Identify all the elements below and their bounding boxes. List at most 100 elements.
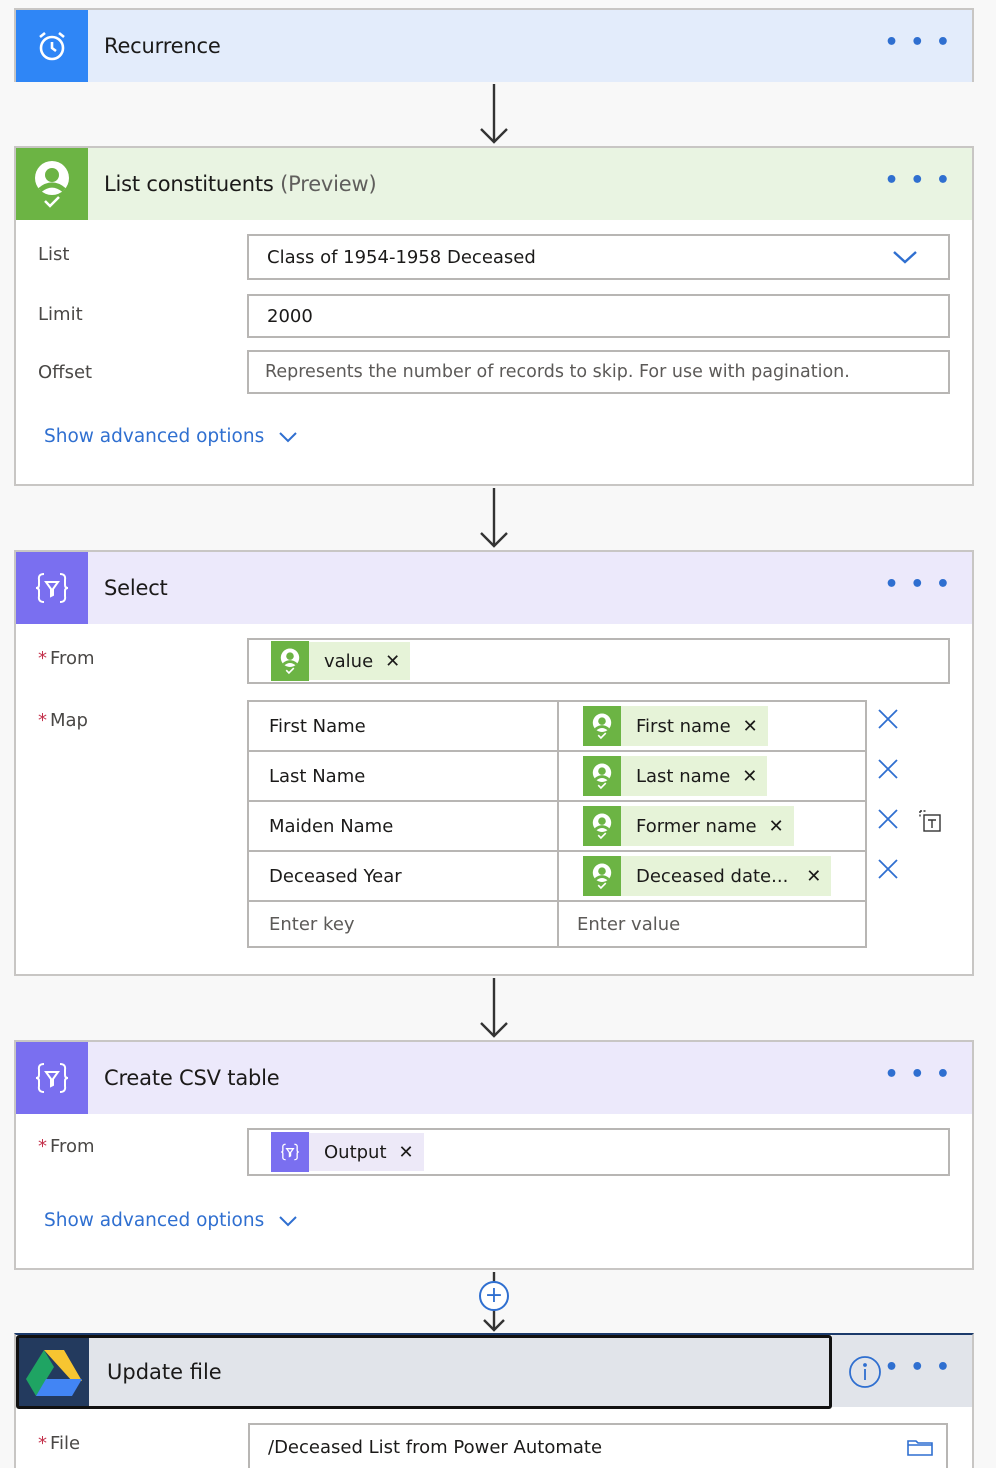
map-value-input[interactable]: Enter value: [577, 913, 681, 935]
create-csv-table-card[interactable]: Create CSV table • • • *From Output ✕ Sh…: [14, 1040, 974, 1270]
from-field[interactable]: Output ✕: [247, 1128, 950, 1176]
from-label: *From: [38, 1136, 95, 1157]
connector-arrow-icon: [480, 488, 508, 548]
from-label-text: From: [50, 648, 95, 669]
recurrence-title: Recurrence: [104, 34, 221, 58]
recurrence-card[interactable]: Recurrence • • •: [14, 8, 974, 82]
constituent-person-icon: [583, 756, 621, 796]
remove-row-icon[interactable]: [876, 757, 900, 781]
map-key-cell[interactable]: Maiden Name: [249, 802, 559, 850]
map-row: Maiden Name Former name ✕: [249, 802, 865, 852]
map-row: First Name First name ✕: [249, 702, 865, 752]
remove-token-icon[interactable]: ✕: [806, 865, 822, 887]
map-value-token-label: First name: [636, 715, 731, 737]
google-drive-icon: [19, 1338, 89, 1406]
from-token[interactable]: value ✕: [271, 641, 411, 681]
remove-token-icon[interactable]: ✕: [385, 650, 401, 672]
remove-token-icon[interactable]: ✕: [398, 1141, 414, 1163]
more-options-button[interactable]: • • •: [884, 1355, 952, 1380]
show-advanced-options-link[interactable]: Show advanced options: [44, 426, 298, 447]
limit-field[interactable]: 2000: [247, 294, 950, 338]
offset-placeholder: Represents the number of records to skip…: [265, 362, 850, 382]
file-label: *File: [38, 1433, 80, 1454]
data-operation-icon: [16, 1042, 88, 1114]
map-value-token[interactable]: Last name ✕: [583, 756, 768, 796]
map-table: First Name First name ✕ Last Name Last n…: [247, 700, 867, 948]
map-value-cell[interactable]: Last name ✕: [559, 752, 865, 800]
required-marker: *: [38, 710, 47, 731]
chevron-down-icon: [279, 431, 297, 442]
from-label: *From: [38, 648, 95, 669]
data-operation-icon: [271, 1132, 309, 1172]
update-file-title: Update file: [107, 1360, 222, 1384]
remove-token-icon[interactable]: ✕: [742, 765, 758, 787]
offset-field[interactable]: Represents the number of records to skip…: [247, 350, 950, 394]
map-value-token-label: Former name: [636, 815, 757, 837]
map-row: Deceased Year Deceased date... ✕: [249, 852, 865, 902]
map-label-text: Map: [50, 710, 88, 731]
add-step-button[interactable]: +: [479, 1281, 509, 1311]
map-value-cell[interactable]: Former name ✕: [559, 802, 865, 850]
map-value-token[interactable]: Deceased date... ✕: [583, 856, 832, 896]
constituent-person-icon: [583, 706, 621, 746]
list-dropdown-value: Class of 1954-1958 Deceased: [267, 246, 536, 268]
from-token[interactable]: Output ✕: [271, 1132, 424, 1172]
list-label: List: [38, 244, 70, 265]
map-value-cell[interactable]: Deceased date... ✕: [559, 852, 865, 900]
more-options-button[interactable]: • • •: [884, 572, 952, 597]
map-row: Last Name Last name ✕: [249, 752, 865, 802]
constituent-person-icon: [583, 806, 621, 846]
map-key-cell[interactable]: Deceased Year: [249, 852, 559, 900]
file-label-text: File: [50, 1433, 81, 1454]
map-key-input[interactable]: Enter key: [249, 902, 559, 946]
limit-label: Limit: [38, 304, 83, 325]
remove-token-icon[interactable]: ✕: [742, 715, 758, 737]
map-value-token[interactable]: Former name ✕: [583, 806, 794, 846]
required-marker: *: [38, 1433, 47, 1454]
from-label-text: From: [50, 1136, 95, 1157]
list-constituents-title: List constituents: [104, 172, 274, 196]
data-operation-icon: [16, 552, 88, 624]
alarm-clock-icon: [16, 10, 88, 82]
from-token-label: value: [324, 650, 374, 672]
remove-row-icon[interactable]: [876, 857, 900, 881]
constituent-person-icon: [583, 856, 621, 896]
map-key-cell[interactable]: First Name: [249, 702, 559, 750]
required-marker: *: [38, 1136, 47, 1157]
constituent-person-icon: [16, 148, 88, 220]
map-key-cell[interactable]: Last Name: [249, 752, 559, 800]
more-options-button[interactable]: • • •: [884, 30, 952, 55]
map-label: *Map: [38, 710, 88, 731]
switch-to-text-mode-icon[interactable]: [918, 807, 942, 833]
list-constituents-card[interactable]: List constituents (Preview) • • • List C…: [14, 146, 974, 486]
chevron-down-icon: [279, 1215, 297, 1226]
create-csv-title: Create CSV table: [104, 1066, 280, 1090]
info-icon[interactable]: [848, 1355, 882, 1389]
remove-row-icon[interactable]: [876, 707, 900, 731]
constituent-person-icon: [271, 641, 309, 681]
list-dropdown[interactable]: Class of 1954-1958 Deceased: [247, 234, 950, 280]
map-value-token[interactable]: First name ✕: [583, 706, 768, 746]
map-value-token-label: Deceased date...: [636, 865, 789, 887]
from-field[interactable]: value ✕: [247, 638, 950, 684]
file-picker-field[interactable]: /Deceased List from Power Automate: [248, 1423, 948, 1468]
folder-icon[interactable]: [906, 1437, 934, 1457]
show-advanced-options-label: Show advanced options: [44, 426, 265, 447]
more-options-button[interactable]: • • •: [884, 168, 952, 193]
update-file-card[interactable]: Update file • • • *File /Deceased List f…: [14, 1333, 974, 1468]
select-title: Select: [104, 576, 168, 600]
required-marker: *: [38, 648, 47, 669]
chevron-down-icon: [893, 251, 917, 264]
show-advanced-options-label: Show advanced options: [44, 1210, 265, 1231]
remove-row-icon[interactable]: [876, 807, 900, 831]
preview-tag: (Preview): [280, 172, 377, 196]
map-value-token-label: Last name: [636, 765, 731, 787]
limit-value: 2000: [267, 305, 313, 327]
offset-label: Offset: [38, 362, 93, 383]
map-value-cell[interactable]: First name ✕: [559, 702, 865, 750]
show-advanced-options-link[interactable]: Show advanced options: [44, 1210, 298, 1231]
more-options-button[interactable]: • • •: [884, 1062, 952, 1087]
map-row-new: Enter key Enter value: [249, 902, 865, 946]
select-card[interactable]: Select • • • *From value ✕ *Map First Na…: [14, 550, 974, 976]
remove-token-icon[interactable]: ✕: [768, 815, 784, 837]
